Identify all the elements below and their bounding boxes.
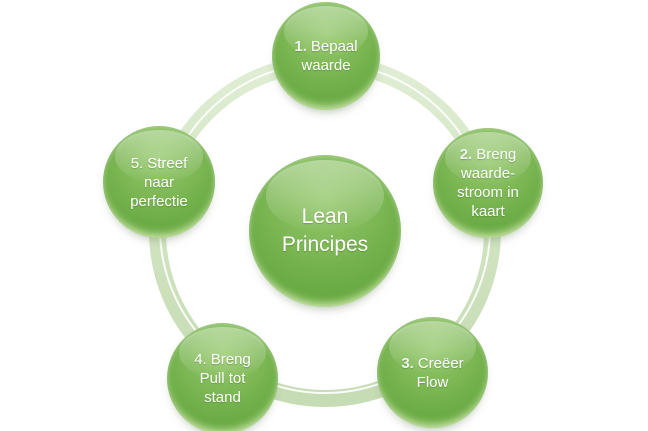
step-5-text-line-2: naar bbox=[143, 173, 174, 191]
center-label-line-1: Lean bbox=[301, 205, 349, 228]
cycle-step-2-label: 2.Breng waarde- stroom in kaart bbox=[457, 145, 519, 221]
cycle-step-3: 3.Creëer Flow bbox=[377, 317, 488, 428]
step-4-text-line-2: Pull tot bbox=[199, 370, 246, 387]
step-3-text: Creëer bbox=[417, 354, 464, 372]
cycle-step-5-label: 5.Streef naar perfectie bbox=[130, 154, 188, 211]
step-2-text-line-3: stroom in bbox=[457, 184, 519, 201]
step-1-number: 1. bbox=[294, 38, 307, 55]
step-5-text-line-3: perfectie bbox=[130, 192, 188, 210]
step-2-number: 2. bbox=[459, 146, 473, 163]
step-5-text: Streef bbox=[147, 154, 188, 172]
cycle-step-2: 2.Breng waarde- stroom in kaart bbox=[433, 128, 543, 238]
cycle-step-1: 1.Bepaal waarde bbox=[272, 2, 380, 110]
cycle-step-5: 5.Streef naar perfectie bbox=[103, 126, 215, 238]
cycle-step-4-label: 4.Breng Pull tot stand bbox=[194, 350, 251, 407]
cycle-step-4: 4.Breng Pull tot stand bbox=[167, 323, 278, 431]
step-1-text: Bepaal bbox=[310, 38, 358, 55]
step-1-text-line-2: waarde bbox=[301, 57, 351, 74]
center-node-label: Lean Principes bbox=[282, 203, 368, 259]
center-label-line-2: Principes bbox=[281, 233, 369, 256]
step-3-text-line-2: Flow bbox=[416, 373, 449, 391]
step-2-text-line-4: kaart bbox=[471, 203, 505, 220]
step-5-number: 5. bbox=[130, 154, 144, 172]
step-4-text: Breng bbox=[210, 351, 251, 368]
step-4-number: 4. bbox=[194, 351, 207, 368]
step-3-number: 3. bbox=[401, 354, 414, 372]
center-node: Lean Principes bbox=[249, 155, 401, 307]
cycle-step-1-label: 1.Bepaal waarde bbox=[294, 37, 357, 75]
step-2-text-line-2: waarde- bbox=[460, 165, 516, 182]
step-2-text: Breng bbox=[476, 146, 517, 163]
step-4-text-line-3: stand bbox=[204, 389, 241, 406]
cycle-step-3-label: 3.Creëer Flow bbox=[401, 354, 463, 392]
